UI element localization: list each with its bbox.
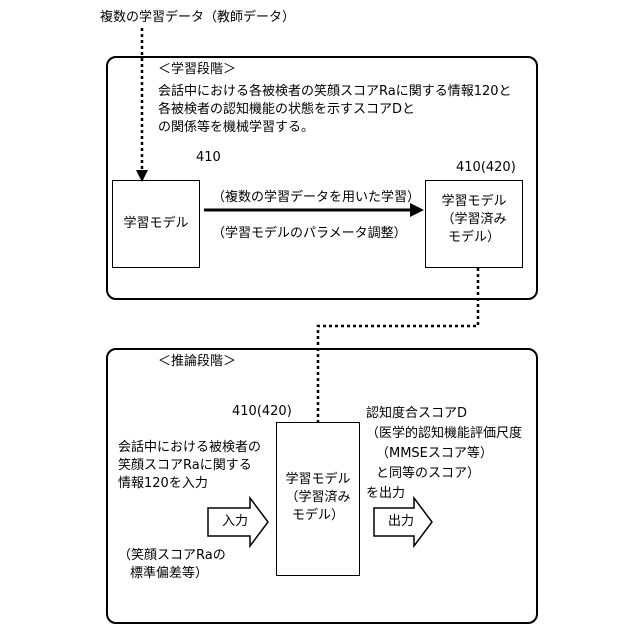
output-arrow-label: 出力 [388,514,414,530]
trained-model-dotted-connector [318,268,478,422]
input-arrow-label: 入力 [222,514,248,530]
learning-arrowhead [410,203,424,217]
training-data-arrowhead [136,170,148,182]
